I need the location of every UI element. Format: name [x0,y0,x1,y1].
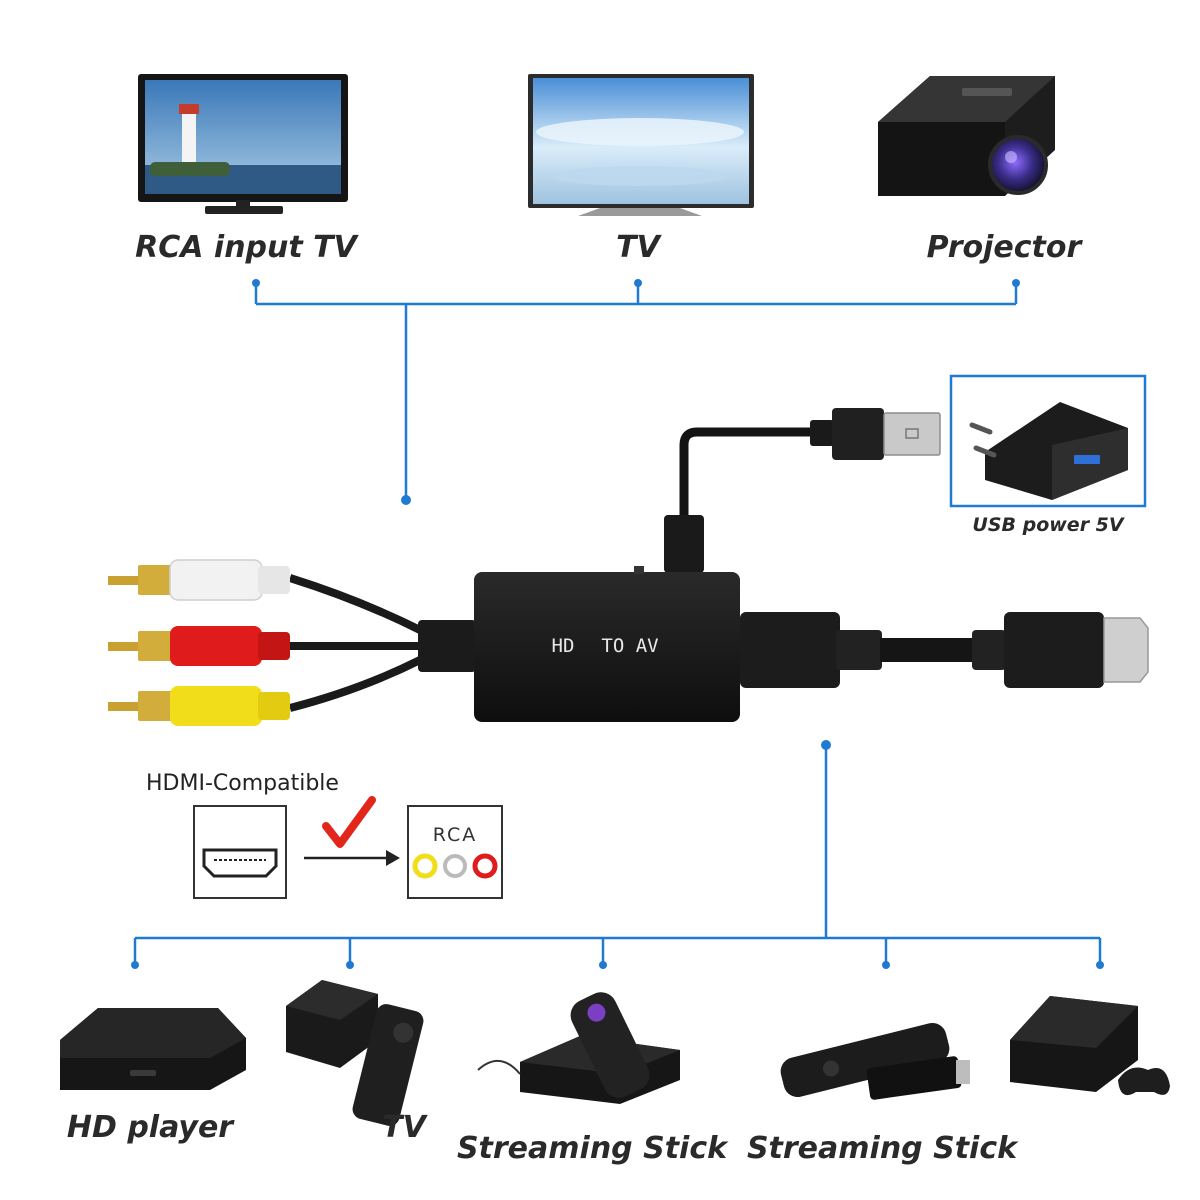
rca-port-label: RCA [433,824,478,846]
projector-icon [878,76,1055,196]
tv-device-bottom: TV [286,980,429,1145]
hdmi-compatible-label: HDMI-Compatible [146,771,339,796]
rca-red-plug [108,626,290,666]
rca-white-plug [108,559,290,601]
rca-cable-strain-relief [418,620,476,672]
usb-cable [664,408,941,573]
hdmi-connector-tip [1103,617,1149,683]
usb-plug-body [832,408,884,460]
usb-power-supply: USB power 5V [949,374,1147,536]
tv-top-label: TV [616,230,662,265]
hd-player-device: HD player [60,1008,246,1145]
converter-label-to-av: TO AV [601,635,658,657]
tv-bottom-label: TV [382,1110,428,1145]
streaming-stick-device-1: Streaming Stick [457,992,729,1166]
converter-body [474,572,740,722]
hdmi-cable [740,612,1149,688]
hdmi-plug-right [1004,612,1104,688]
flat-tv-icon [528,74,754,216]
projector-label: Projector [927,230,1084,265]
hd-player-label: HD player [67,1110,235,1145]
hdmi-port-box [193,805,287,899]
hd-to-av-converter: HD TO AV [474,566,740,722]
hdmi-port-icon [202,848,278,878]
usb-micro-plug [664,515,704,573]
red-checkmark-icon [322,796,376,848]
rca-yellow-plug [108,686,290,726]
top-connector-bracket [254,283,1018,500]
projector-device: Projector [878,76,1084,265]
usb-wall-charger-icon [969,402,1128,500]
streaming-stick-2-label: Streaming Stick [747,1131,1019,1166]
usb-plug-strain-relief [810,420,834,446]
game-console-device [1010,996,1170,1096]
bottom-connector-dots [131,740,1104,969]
streaming-stick-device-2: Streaming Stick [747,1023,1019,1166]
game-console-icon [1010,996,1170,1096]
apple-tv-icon [286,980,424,1126]
rca-ports-icon [412,853,498,879]
usb-power-label: USB power 5V [972,514,1125,536]
top-connector-dots [252,279,1020,505]
tv-device-top: TV [528,74,754,265]
streaming-stick-1-label: Streaming Stick [457,1131,729,1166]
rca-cables [108,559,476,726]
signal-flow: HDMI-Compatible RCA [146,771,503,899]
rca-port-box [407,805,503,899]
converter-label-hd: HD [552,635,575,657]
rca-input-tv-device: RCA input TV [135,74,360,265]
usb-a-connector [883,412,941,456]
rca-input-tv-label: RCA input TV [135,230,360,265]
media-box-icon [60,1008,246,1090]
bottom-connector-bracket [133,745,1102,965]
hdmi-plug-left [740,612,840,688]
crt-tv-icon [138,74,348,214]
fire-stick-icon [780,1023,970,1100]
roku-box-icon [477,992,680,1104]
